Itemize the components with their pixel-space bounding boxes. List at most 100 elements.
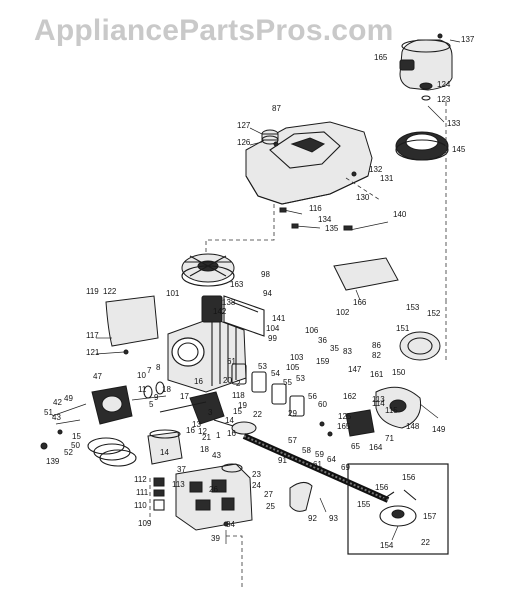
part-callout: 166: [353, 298, 367, 307]
part-callout: 16: [194, 377, 203, 386]
part-callout: 156: [375, 483, 389, 492]
part-callout: 53: [296, 374, 305, 383]
part-callout: 156: [402, 473, 416, 482]
part-callout: 64: [327, 455, 336, 464]
shroud-screws: [279, 207, 389, 231]
part-callout: 102: [336, 308, 350, 317]
part-callout: 161: [370, 370, 384, 379]
part-callout: 22: [253, 410, 262, 419]
part-callout: 14: [160, 448, 169, 457]
part-callout: 59: [315, 450, 324, 459]
part-callout: 118: [232, 391, 245, 400]
part-callout: 86: [372, 341, 381, 350]
intake-gaskets: [231, 363, 333, 437]
part-callout: 83: [343, 347, 352, 356]
part-callout: 115: [385, 406, 398, 415]
part-callout: 155: [357, 500, 371, 509]
part-callout: 165: [337, 422, 351, 431]
part-callout: 56: [308, 392, 317, 401]
part-callout: 8: [156, 363, 161, 372]
part-callout: 133: [447, 119, 461, 128]
part-callout: 101: [166, 289, 180, 298]
part-callout: 50: [71, 441, 80, 450]
part-callout: 57: [288, 436, 297, 445]
part-callout: 7: [147, 366, 152, 375]
part-callout: 36: [318, 336, 327, 345]
part-callout: 162: [343, 392, 357, 401]
part-callout: 110: [134, 501, 147, 510]
piston-rings: [87, 429, 183, 467]
pulse-parts: [153, 477, 165, 511]
part-callout: 151: [396, 324, 410, 333]
part-callout: 12: [198, 427, 207, 436]
part-callout: 2: [236, 379, 241, 388]
part-callout: 51: [44, 408, 53, 417]
crankshaft: [159, 391, 257, 435]
part-callout: 141: [272, 314, 286, 323]
part-callout: 150: [392, 368, 406, 377]
part-callout: 54: [271, 369, 280, 378]
part-callout: 42: [53, 398, 62, 407]
part-callout: 47: [93, 372, 102, 381]
watermark: AppliancePartsPros.com: [34, 14, 394, 47]
part-callout: 26: [209, 485, 218, 494]
part-callout: 13: [192, 420, 201, 429]
part-callout: 130: [356, 193, 370, 202]
part-callout: 91: [278, 456, 287, 465]
part-callout: 124: [437, 80, 451, 89]
part-callout: 112: [134, 475, 147, 484]
part-callout: 82: [372, 351, 381, 360]
part-callout: 9: [154, 393, 159, 402]
part-callout: 148: [406, 422, 420, 431]
part-callout: 149: [432, 425, 446, 434]
part-callout: 29: [288, 409, 297, 418]
clutch-housing: [345, 331, 441, 437]
part-callout: 114: [372, 399, 385, 408]
part-callout: 127: [237, 121, 251, 130]
part-callout: 87: [272, 104, 281, 113]
part-callout: 10: [137, 371, 146, 380]
part-callout: 5: [149, 400, 154, 409]
part-callout: 34: [226, 520, 235, 529]
part-callout: 157: [423, 512, 437, 521]
part-callout: 113: [172, 480, 185, 489]
part-callout: 23: [252, 470, 261, 479]
part-callout: 14: [225, 416, 234, 425]
part-callout: 37: [177, 465, 186, 474]
part-callout: 140: [393, 210, 407, 219]
part-callout: 113: [372, 395, 385, 404]
part-callout: 60: [318, 400, 327, 409]
part-callout: 27: [264, 490, 273, 499]
muffler-blade: [289, 482, 327, 513]
part-callout: 122: [103, 287, 117, 296]
part-callout: 93: [329, 514, 338, 523]
part-callout: 109: [138, 519, 152, 528]
part-callout: 16: [186, 426, 195, 435]
part-callout: 117: [86, 331, 99, 340]
part-callout: 121: [86, 348, 100, 357]
part-callout: 39: [211, 534, 220, 543]
washer-parts: [419, 82, 445, 123]
part-callout: 25: [266, 502, 275, 511]
part-callout: 11: [138, 385, 147, 394]
part-callout: 3: [208, 408, 213, 417]
part-callout: 61: [227, 357, 236, 366]
part-callout: 35: [330, 344, 339, 353]
part-callout: 17: [180, 392, 189, 401]
part-callout: 116: [309, 204, 322, 213]
part-callout: 159: [316, 357, 330, 366]
part-callout: 71: [385, 434, 394, 443]
part-callout: 52: [64, 448, 73, 457]
part-callout: 69: [341, 463, 350, 472]
part-callout: 15: [72, 432, 81, 441]
part-callout: 99: [268, 334, 277, 343]
part-callout: 65: [351, 442, 360, 451]
part-callout: 135: [325, 224, 339, 233]
part-callout: 132: [369, 165, 383, 174]
part-callout: 111: [136, 488, 149, 497]
part-callout: 19: [238, 401, 247, 410]
part-callout: 165: [374, 53, 388, 62]
part-callout: 24: [252, 481, 261, 490]
